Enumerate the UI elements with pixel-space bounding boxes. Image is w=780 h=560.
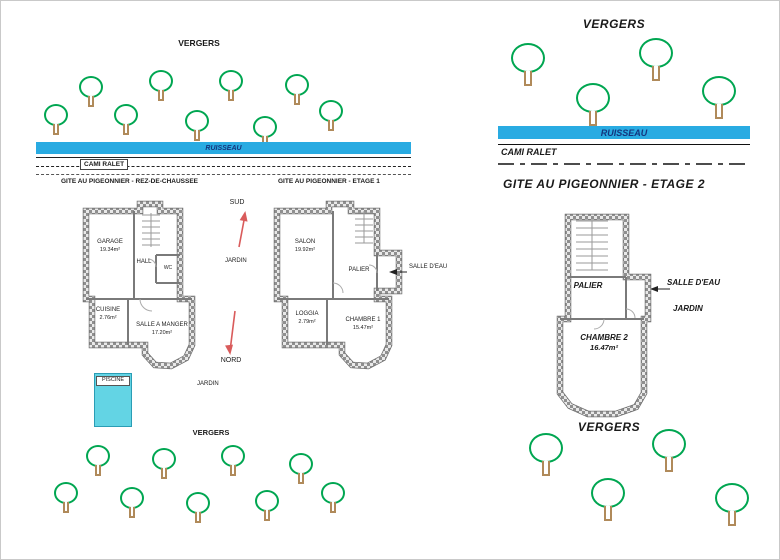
tree-icon bbox=[221, 445, 245, 476]
cami-ralet-label-left: CAMI RALET bbox=[80, 159, 129, 170]
road-left: CAMI RALET bbox=[36, 157, 411, 176]
interior-walls bbox=[86, 211, 192, 345]
tree-icon bbox=[511, 43, 545, 86]
vergers-label-bottom-left: VERGERS bbox=[192, 428, 230, 437]
tree-icon bbox=[54, 482, 78, 513]
tree-icon bbox=[152, 448, 176, 479]
title-etage-1: GITE AU PIGEONNIER - ETAGE 1 bbox=[278, 178, 380, 185]
road-centerline bbox=[36, 166, 411, 167]
tree-icon bbox=[186, 492, 210, 523]
floorplan-etage2: PALIER CHAMBRE 2 16.47m² bbox=[546, 207, 678, 419]
swimming-pool: PISCINE bbox=[94, 373, 132, 427]
staircase-icon bbox=[355, 211, 373, 244]
staircase-icon bbox=[142, 213, 160, 247]
interior-walls bbox=[277, 211, 389, 345]
nord-label: NORD bbox=[220, 357, 242, 364]
room-label-hall: HALL bbox=[136, 259, 152, 265]
nord-arrowhead-icon bbox=[225, 344, 233, 355]
salle-deau-label-etage2: SALLE D'EAU bbox=[667, 278, 721, 287]
road-line bbox=[36, 174, 411, 175]
road-line bbox=[498, 144, 750, 145]
vergers-label-top-left: VERGERS bbox=[178, 38, 220, 48]
floorplan-etage1: SALON 19.92m² PALIER LOGGIA 2.79m² CHAMB… bbox=[259, 195, 419, 375]
vergers-label-top-right: VERGERS bbox=[582, 17, 646, 31]
tree-icon bbox=[44, 104, 68, 135]
room-label-palier: PALIER bbox=[573, 281, 603, 290]
door-arcs bbox=[139, 258, 157, 312]
title-rez-de-chaussee: GITE AU PIGEONNIER - REZ-DE-CHAUSSEE bbox=[61, 178, 198, 185]
ruisseau-bar-left: RUISSEAU bbox=[36, 142, 411, 154]
room-label-salle-a-manger: SALLE A MANGER 17.20m² bbox=[136, 322, 188, 336]
tree-icon bbox=[285, 74, 309, 105]
floorplan-etage1-walls bbox=[273, 200, 407, 370]
room-label-wc: WC bbox=[163, 265, 173, 271]
tree-icon bbox=[114, 104, 138, 135]
compass-arrows bbox=[225, 211, 248, 355]
title-etage-2: GITE AU PIGEONNIER - ETAGE 2 bbox=[503, 177, 706, 191]
tree-icon bbox=[86, 445, 110, 476]
tree-icon bbox=[120, 487, 144, 518]
floorplan-etage2-walls bbox=[556, 213, 670, 418]
tree-icon bbox=[149, 70, 173, 101]
room-label-garage: GARAGE 19.34m² bbox=[97, 239, 123, 253]
outer-walls bbox=[556, 213, 652, 418]
road-right: CAMI RALET bbox=[498, 144, 750, 170]
room-label-salon: SALON 19.92m² bbox=[294, 239, 316, 253]
tree-icon bbox=[576, 83, 610, 126]
sud-arrowhead-icon bbox=[239, 211, 248, 222]
room-label-chambre1: CHAMBRE 1 15.47m² bbox=[345, 317, 381, 331]
ruisseau-bar-right: RUISSEAU bbox=[498, 126, 750, 139]
tree-icon bbox=[652, 429, 686, 472]
tree-icon bbox=[529, 433, 563, 476]
room-label-palier: PALIER bbox=[348, 267, 370, 273]
tree-icon bbox=[319, 100, 343, 131]
tree-icon bbox=[591, 478, 625, 521]
jardin-label-east: JARDIN bbox=[225, 258, 247, 264]
tree-trunk bbox=[88, 96, 94, 107]
ruisseau-label: RUISSEAU bbox=[205, 144, 242, 152]
room-label-cuisine: CUISINE 2.76m² bbox=[95, 307, 121, 321]
tree-icon bbox=[321, 482, 345, 513]
floorplan-rdc-walls bbox=[82, 200, 196, 370]
tree-icon bbox=[219, 70, 243, 101]
tree-canopy bbox=[79, 76, 103, 98]
interior-walls bbox=[560, 276, 644, 320]
tree-icon bbox=[253, 116, 277, 147]
tree-icon bbox=[702, 76, 736, 119]
jardin-label-etage2: JARDIN bbox=[673, 304, 703, 313]
piscine-label: PISCINE bbox=[96, 376, 130, 386]
tree-icon bbox=[255, 490, 279, 521]
salle-deau-pointer-head-icon bbox=[650, 286, 658, 292]
room-label-chambre2: CHAMBRE 2 16.47m² bbox=[580, 333, 628, 353]
road-dashdot-line bbox=[498, 163, 750, 165]
cami-ralet-label-right: CAMI RALET bbox=[501, 147, 557, 157]
door-arcs bbox=[593, 308, 636, 330]
tree-icon bbox=[185, 110, 209, 141]
tree-icon bbox=[715, 483, 749, 526]
outer-walls bbox=[273, 200, 403, 370]
staircase-icon bbox=[576, 220, 608, 271]
tree-icon bbox=[639, 38, 673, 81]
door-arcs bbox=[332, 264, 378, 294]
tree-icon bbox=[79, 76, 103, 107]
salle-deau-label-etage1: SALLE D'EAU bbox=[409, 264, 448, 270]
nord-arrow-icon bbox=[229, 310, 236, 352]
tree-icon bbox=[289, 453, 313, 484]
vergers-label-bottom-right: VERGERS bbox=[577, 420, 641, 434]
outer-walls bbox=[82, 200, 196, 370]
salle-deau-pointer-head-icon bbox=[389, 269, 397, 275]
road-line bbox=[36, 157, 411, 158]
jardin-label-south: JARDIN bbox=[197, 381, 219, 387]
ruisseau-label: RUISSEAU bbox=[600, 127, 648, 138]
sud-label: SUD bbox=[229, 199, 245, 206]
floorplan-rdc: GARAGE 19.34m² HALL WC CUISINE 2.76m² SA… bbox=[56, 195, 226, 375]
room-label-loggia: LOGGIA 2.79m² bbox=[295, 311, 319, 325]
